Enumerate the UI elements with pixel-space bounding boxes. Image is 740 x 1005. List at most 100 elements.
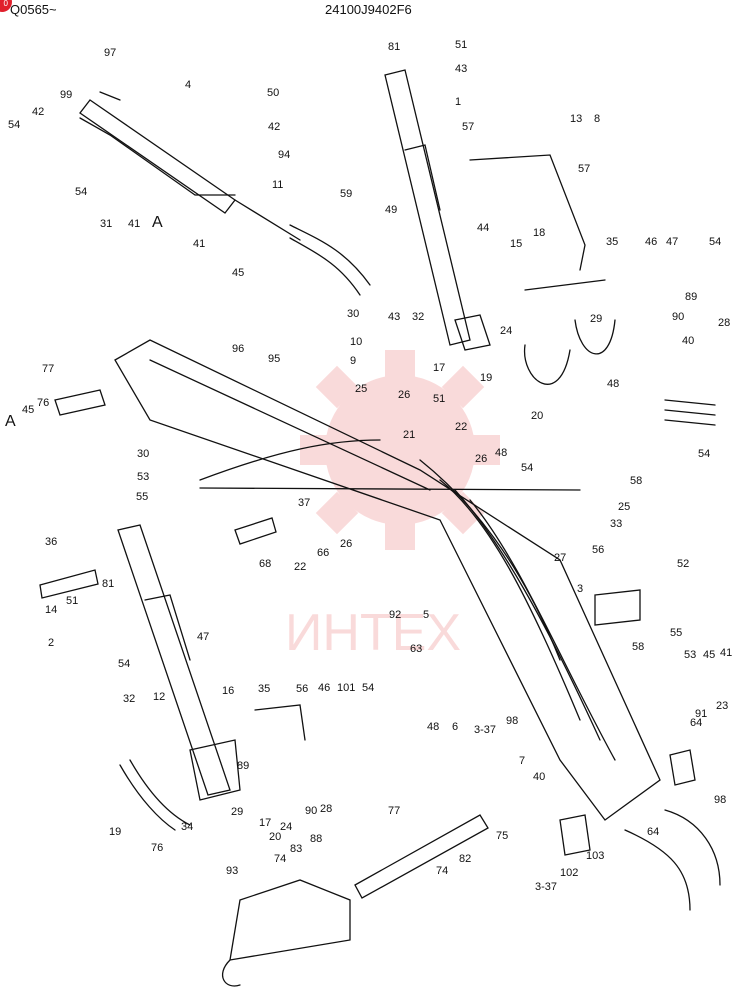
part-number-label: 54 [75, 186, 87, 198]
part-number-label: 29 [590, 313, 602, 325]
header-code-left: Q0565~ [10, 2, 57, 17]
part-number-label: 94 [278, 149, 290, 161]
part-number-label: 47 [666, 236, 678, 248]
part-number-label: 41 [128, 218, 140, 230]
part-number-label: 48 [607, 378, 619, 390]
part-number-label: 22 [294, 561, 306, 573]
part-number-label: 74 [274, 853, 286, 865]
part-number-label: 103 [586, 850, 604, 862]
part-number-label: 41 [720, 647, 732, 659]
part-number-label: 35 [606, 236, 618, 248]
part-number-label: 3-37 [474, 724, 496, 736]
part-number-label: 54 [8, 119, 20, 131]
part-number-label: 83 [290, 843, 302, 855]
part-number-label: 51 [455, 39, 467, 51]
part-number-label: 59 [340, 188, 352, 200]
part-number-label: 51 [433, 393, 445, 405]
part-number-label: 51 [66, 595, 78, 607]
part-number-label: 1 [455, 96, 461, 108]
part-number-label: 44 [477, 222, 489, 234]
part-number-label: 68 [259, 558, 271, 570]
part-number-label: 52 [677, 558, 689, 570]
part-number-label: 99 [60, 89, 72, 101]
part-number-label: 43 [455, 63, 467, 75]
part-number-label: 13 [570, 113, 582, 125]
part-number-label: 32 [123, 693, 135, 705]
part-number-label: 23 [716, 700, 728, 712]
part-number-label: 56 [592, 544, 604, 556]
part-number-label: 32 [412, 311, 424, 323]
watermark-gear-logo [300, 350, 500, 550]
part-number-label: 96 [232, 343, 244, 355]
drawing-lines [39, 69, 721, 987]
part-number-label: 3 [577, 583, 583, 595]
part-number-label: 28 [320, 803, 332, 815]
part-number-label: 89 [237, 760, 249, 772]
part-number-label: 47 [197, 631, 209, 643]
part-number-label: 46 [645, 236, 657, 248]
part-number-label: 57 [462, 121, 474, 133]
part-number-label: 55 [136, 491, 148, 503]
part-number-label: 8 [594, 113, 600, 125]
part-number-label: 53 [137, 471, 149, 483]
part-number-label: 90 [305, 805, 317, 817]
part-number-label: 98 [506, 715, 518, 727]
part-number-label: 81 [102, 578, 114, 590]
part-number-label: 17 [259, 817, 271, 829]
part-number-label: 50 [267, 87, 279, 99]
corner-badge: 0 [0, 0, 12, 12]
part-number-label: 18 [533, 227, 545, 239]
part-number-label: 64 [647, 826, 659, 838]
part-number-label: 16 [222, 685, 234, 697]
part-number-label: 31 [100, 218, 112, 230]
part-number-label: 93 [226, 865, 238, 877]
part-number-label: 75 [496, 830, 508, 842]
part-number-label: 21 [403, 429, 415, 441]
part-number-label: 53 [684, 649, 696, 661]
part-number-label: 43 [388, 311, 400, 323]
part-number-label: 98 [714, 794, 726, 806]
part-number-label: 14 [45, 604, 57, 616]
part-number-label: 28 [718, 317, 730, 329]
part-number-label: 41 [193, 238, 205, 250]
detail-marker-label: A [5, 413, 16, 430]
part-number-label: 19 [109, 826, 121, 838]
part-number-label: 7 [519, 755, 525, 767]
part-number-label: 58 [630, 475, 642, 487]
part-number-label: 54 [698, 448, 710, 460]
part-number-label: 54 [362, 682, 374, 694]
part-number-label: 35 [258, 683, 270, 695]
part-number-label: 49 [385, 204, 397, 216]
part-number-label: 30 [347, 308, 359, 320]
part-number-label: 12 [153, 691, 165, 703]
part-number-label: 92 [389, 609, 401, 621]
part-number-label: 48 [427, 721, 439, 733]
part-number-label: 5 [423, 609, 429, 621]
part-number-label: 27 [554, 552, 566, 564]
part-number-label: 76 [151, 842, 163, 854]
part-number-label: 97 [104, 47, 116, 59]
part-number-label: 34 [181, 821, 193, 833]
part-number-label: 48 [495, 447, 507, 459]
part-number-label: 29 [231, 806, 243, 818]
part-number-label: 24 [280, 821, 292, 833]
part-number-label: 88 [310, 833, 322, 845]
part-number-label: 30 [137, 448, 149, 460]
part-number-label: 40 [533, 771, 545, 783]
part-number-label: 54 [118, 658, 130, 670]
part-number-label: 77 [42, 363, 54, 375]
part-number-label: 45 [232, 267, 244, 279]
part-number-label: 55 [670, 627, 682, 639]
detail-marker-label: A [152, 214, 163, 231]
part-number-label: 90 [672, 311, 684, 323]
part-number-label: 45 [22, 404, 34, 416]
part-number-label: 95 [268, 353, 280, 365]
watermark-text: ИНТЕХ [285, 604, 461, 662]
part-number-label: 17 [433, 362, 445, 374]
part-number-label: 102 [560, 867, 578, 879]
part-number-label: 58 [632, 641, 644, 653]
part-number-label: 26 [475, 453, 487, 465]
